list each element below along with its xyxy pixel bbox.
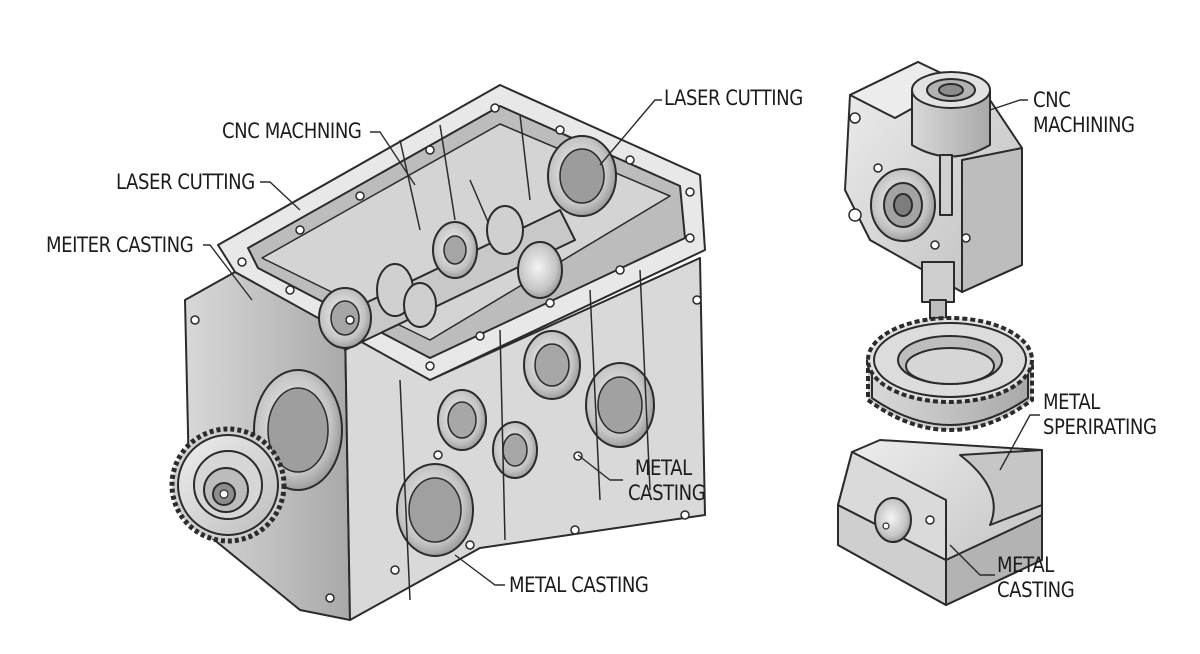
label-laser-cutting-left: LASER CUTTING — [116, 170, 255, 194]
timing-gear — [169, 426, 287, 544]
label-metal-casting-bottom: METAL CASTING — [509, 573, 649, 597]
label-cnc-machning: CNC MACHNING — [222, 119, 362, 143]
leader-laser-top — [599, 99, 662, 166]
leader-sperirating — [999, 414, 1040, 471]
leader-lines — [203, 99, 1040, 586]
label-sperirating-line2: SPERIRATING — [1043, 415, 1157, 439]
front-bores — [253, 330, 655, 557]
label-cnc-line1: CNC — [1033, 88, 1071, 112]
label-meiter-casting: MEITER CASTING — [46, 233, 194, 257]
label-metal-casting-mid: METAL CASTING — [628, 456, 706, 506]
leader-meiter — [203, 244, 253, 301]
base-bracket — [837, 439, 1043, 606]
flange-bolts — [237, 103, 695, 371]
leader-cnc-left — [370, 131, 416, 186]
engine-block — [169, 84, 706, 621]
label-metal-casting-mid-line1: METAL — [634, 456, 692, 480]
label-cnc-line2: MACHINING — [1033, 113, 1135, 137]
gear-ring — [866, 316, 1034, 432]
label-sperirating-line1: METAL — [1043, 390, 1100, 414]
label-metal-casting-mid-line2: CASTING — [628, 481, 706, 505]
label-laser-cutting-top: LASER CUTTING — [664, 86, 803, 110]
label-metal-sperirating: METAL SPERIRATING — [1043, 390, 1157, 440]
leader-metal-mid — [577, 454, 623, 481]
leader-laser-left — [260, 181, 301, 211]
leader-cnc-right — [989, 99, 1028, 111]
label-metal-casting-right-line1: METAL — [997, 553, 1054, 577]
label-metal-casting-right: METAL CASTING — [997, 553, 1075, 603]
leader-metal-bottom — [454, 554, 505, 586]
label-cnc-machining-right: CNC MACHINING — [1033, 88, 1135, 138]
camshaft-assembly — [318, 205, 576, 351]
cnc-housing — [844, 61, 1023, 361]
leader-metal-right — [949, 544, 995, 576]
label-metal-casting-right-line2: CASTING — [997, 578, 1075, 602]
